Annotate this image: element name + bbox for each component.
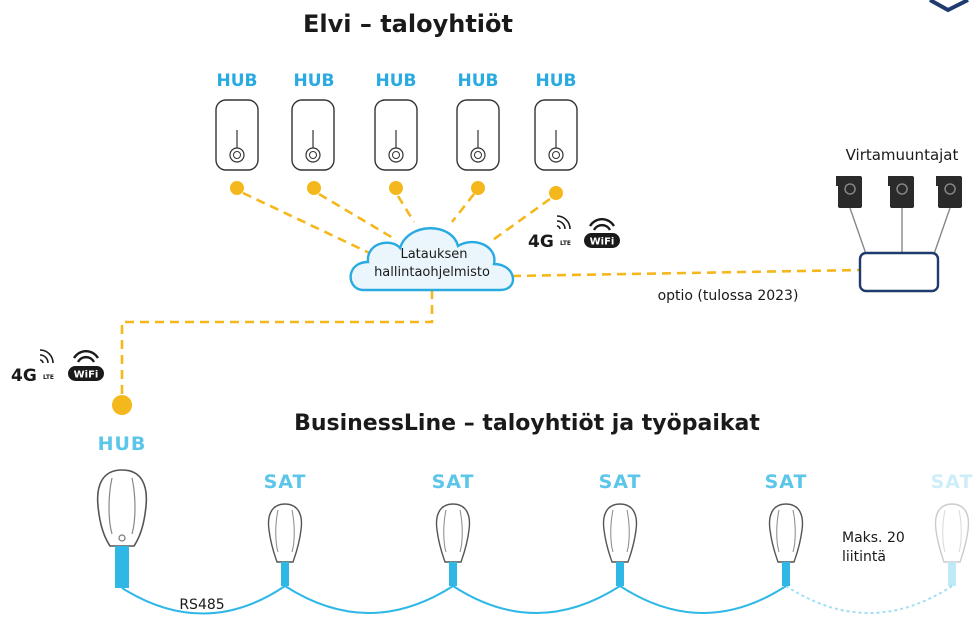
current-transformer-1-icon [836, 176, 862, 208]
sat-label-1: SAT [264, 471, 307, 493]
elvi-hub-label-2: HUB [294, 71, 335, 91]
sat-label-5-faded: SAT [931, 471, 974, 493]
sat-charger-2-icon [435, 503, 471, 586]
cellular-sub-label-left: LTE [43, 374, 54, 381]
cloud-to-business-hub-link [120, 290, 434, 396]
elvi-link-1 [242, 191, 381, 260]
bottom-title: BusinessLine – taloyhtiöt ja työpaikat [294, 411, 760, 436]
transformer-wires [849, 207, 951, 255]
elvi-charger-2-icon [291, 99, 335, 171]
elvi-hub-label-1: HUB [217, 71, 258, 91]
sat-label-4: SAT [765, 471, 808, 493]
sat-charger-4-icon [768, 503, 804, 586]
max-note-line2: liitintä [842, 549, 886, 565]
cellular-sub-label-top: LTE [560, 240, 571, 247]
cloud-label-line2: hallintaohjelmisto [374, 265, 490, 280]
current-transformer-3-icon [936, 176, 962, 208]
option-note: optio (tulossa 2023) [658, 288, 799, 304]
elvi-hub-label-3: HUB [376, 71, 417, 91]
business-hub-charger-icon [96, 469, 148, 588]
business-hub-dot [112, 395, 132, 415]
elvi-link-5 [489, 197, 551, 244]
cellular-label-left: 4G [11, 366, 37, 386]
signal-waves-icon-left [39, 349, 54, 364]
wifi-icon-left: WiFi [68, 350, 104, 381]
elvi-dot-5 [549, 186, 563, 200]
corner-chevron-decoration [929, 0, 969, 13]
current-transformers-label: Virtamuuntajat [846, 146, 959, 164]
max-note-line1: Maks. 20 [842, 530, 905, 546]
elvi-dot-1 [230, 181, 244, 195]
meter-box [858, 251, 940, 293]
elvi-hub-label-5: HUB [536, 71, 577, 91]
cloud-icon [349, 227, 515, 292]
rs485-label: RS485 [179, 597, 224, 613]
elvi-charger-3-icon [374, 99, 418, 171]
sat-charger-5-faded-icon [934, 503, 970, 586]
elvi-dot-4 [471, 181, 485, 195]
rs485-bus-cable-faded [785, 585, 953, 614]
elvi-link-2 [318, 192, 394, 240]
cellular-label-top: 4G [528, 232, 554, 252]
rs485-bus-cable [121, 584, 787, 615]
sat-label-3: SAT [599, 471, 642, 493]
elvi-link-3 [396, 195, 416, 223]
elvi-dot-3 [389, 181, 403, 195]
cloud-to-box-link [511, 268, 861, 278]
sat-charger-3-icon [602, 503, 638, 586]
signal-waves-icon-top [556, 215, 571, 230]
wifi-icon-top: WiFi [584, 218, 620, 248]
cloud-label-line1: Latauksen [400, 247, 467, 262]
current-transformer-2-icon [888, 176, 914, 208]
elvi-charger-5-icon [534, 99, 578, 171]
top-title: Elvi – taloyhtiöt [303, 10, 513, 38]
sat-label-2: SAT [432, 471, 475, 493]
elvi-link-4 [450, 193, 476, 223]
elvi-hub-label-4: HUB [458, 71, 499, 91]
elvi-dot-2 [307, 181, 321, 195]
sat-charger-1-icon [267, 503, 303, 586]
elvi-charger-1-icon [215, 99, 259, 171]
elvi-charger-4-icon [456, 99, 500, 171]
business-hub-label: HUB [98, 433, 147, 455]
svg-text:WiFi: WiFi [74, 370, 99, 381]
svg-text:WiFi: WiFi [590, 237, 615, 248]
